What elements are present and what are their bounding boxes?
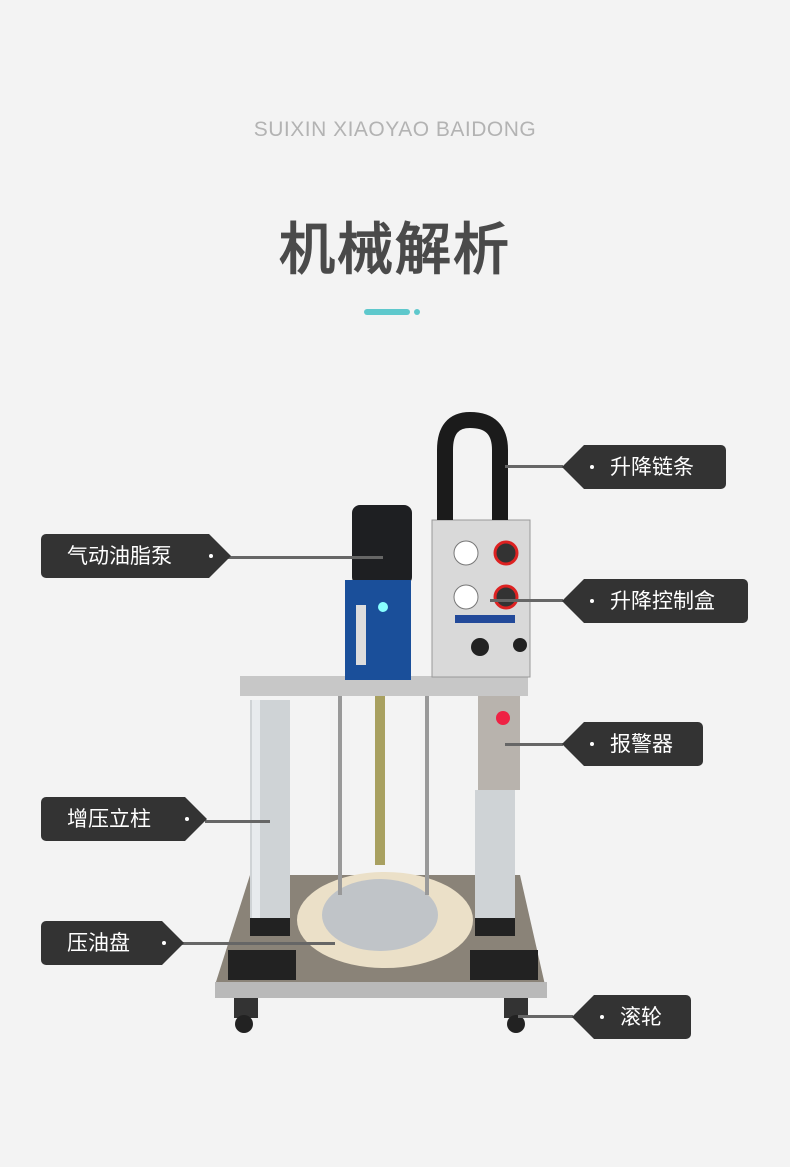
title-accent-bar <box>364 309 410 315</box>
wheels <box>234 998 528 1033</box>
brand-subtitle: SUIXIN XIAOYAO BAIDONG <box>253 118 537 141</box>
column-right <box>475 790 515 920</box>
title-accent-dot <box>414 309 420 315</box>
top-plate <box>240 676 528 696</box>
label-alarm: 报警器 <box>562 722 703 766</box>
label-column-text: 增压立柱 <box>67 807 151 831</box>
label-plate-text: 压油盘 <box>67 931 130 955</box>
label-dot <box>185 817 189 821</box>
label-pump-text: 气动油脂泵 <box>67 544 172 568</box>
label-control-box: 升降控制盒 <box>562 579 748 623</box>
label-chain: 升降链条 <box>562 445 726 489</box>
pump-body <box>345 580 411 680</box>
label-control-box-text: 升降控制盒 <box>610 589 715 613</box>
label-wheel-text: 滚轮 <box>620 1005 662 1029</box>
plate-leader-line <box>182 942 335 945</box>
label-dot <box>590 742 594 746</box>
chain-leader-line <box>505 465 563 468</box>
page-title: 机械解析 <box>279 218 511 283</box>
alarm-box <box>478 695 520 790</box>
lift-chain <box>437 411 508 520</box>
wheel-leader-line <box>518 1015 573 1018</box>
label-pump: 气动油脂泵 <box>41 534 231 578</box>
pump-reservoir <box>352 505 412 585</box>
base-sign-left <box>228 950 296 980</box>
label-plate: 压油盘 <box>41 921 184 965</box>
label-dot <box>600 1015 604 1019</box>
base-sign-right <box>470 950 538 980</box>
label-dot <box>590 465 594 469</box>
alarm-leader-line <box>505 743 563 746</box>
pump-leader-line <box>228 556 383 559</box>
column-leader-line <box>205 820 270 823</box>
label-alarm-text: 报警器 <box>610 732 673 756</box>
label-column: 增压立柱 <box>41 797 207 841</box>
label-dot <box>162 941 166 945</box>
label-wheel: 滚轮 <box>572 995 691 1039</box>
control-box-leader-line <box>490 599 563 602</box>
label-chain-text: 升降链条 <box>610 455 694 479</box>
label-dot <box>209 554 213 558</box>
label-dot <box>590 599 594 603</box>
